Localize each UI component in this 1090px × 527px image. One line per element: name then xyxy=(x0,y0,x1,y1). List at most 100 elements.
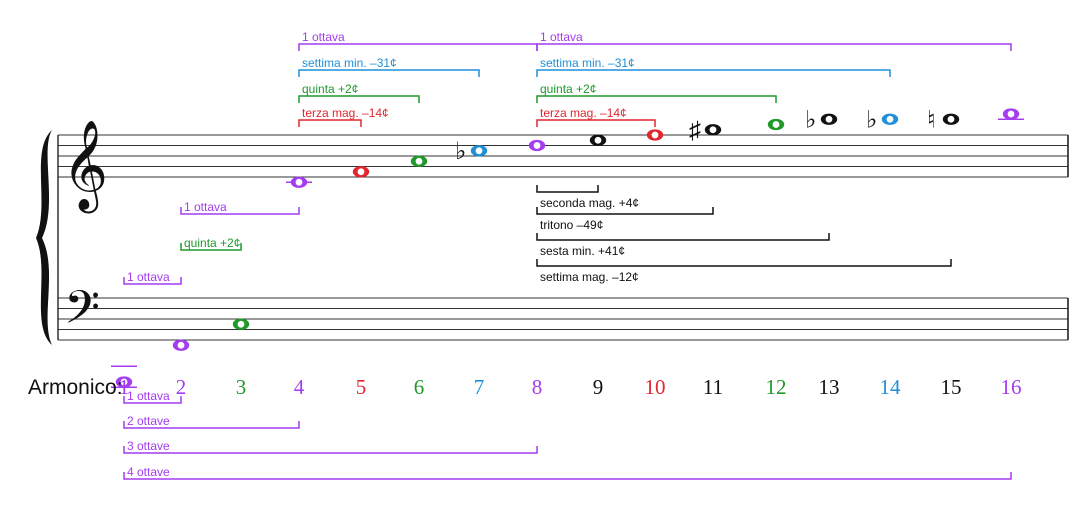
harmonic-number-9: 9 xyxy=(593,375,604,399)
flat-icon: ♭ xyxy=(866,107,877,133)
harmonic-number-3: 3 xyxy=(236,375,247,399)
top-right-bracket-0: 1 ottava xyxy=(536,30,1012,51)
harmonic-number-6: 6 xyxy=(414,375,425,399)
bracket-line xyxy=(298,95,420,103)
bracket-line xyxy=(536,207,714,215)
notehead-hollow xyxy=(415,157,423,165)
top-left-bracket-1: settima min. –31¢ xyxy=(298,56,480,77)
notehead-hollow xyxy=(357,168,365,176)
bracket-line xyxy=(123,277,182,285)
notehead-hollow xyxy=(594,136,602,144)
notes-layer: ♭ ♯ ♭ ♭ ♮ xyxy=(111,107,1024,388)
note-harmonic-6 xyxy=(410,155,428,167)
bottom-bracket-3: 4 ottave xyxy=(123,465,1012,480)
notehead-hollow xyxy=(709,126,717,134)
low-left-bracket-2: 1 ottava xyxy=(123,270,182,285)
bracket-line xyxy=(536,119,656,127)
note-harmonic-4 xyxy=(286,176,312,188)
note-harmonic-14: ♭ xyxy=(866,107,899,133)
bracket-label: seconda mag. +4¢ xyxy=(540,196,639,210)
bracket-label: 2 ottave xyxy=(127,414,170,428)
top-right-bracket-1: settima min. –31¢ xyxy=(536,56,891,77)
harmonic-number-2: 2 xyxy=(176,375,187,399)
bracket-label: quinta +2¢ xyxy=(540,82,596,96)
treble-clef-icon: 𝄞 xyxy=(62,121,108,214)
notehead-hollow xyxy=(533,142,541,149)
bracket-label: quinta +2¢ xyxy=(184,236,240,250)
low-left-bracket-1: quinta +2¢ xyxy=(180,236,242,251)
note-harmonic-13: ♭ xyxy=(805,107,838,133)
harmonic-number-14: 14 xyxy=(880,375,902,399)
bracket-line xyxy=(536,95,777,103)
notehead-hollow xyxy=(772,121,780,128)
bottom-bracket-0: 1 ottava xyxy=(123,389,182,404)
bracket-label: 1 ottava xyxy=(540,30,583,44)
bracket-label: settima mag. –12¢ xyxy=(540,270,639,284)
mid-bracket-0: seconda mag. +4¢ xyxy=(536,185,639,210)
harmonic-number-16: 16 xyxy=(1001,375,1022,399)
bracket-line xyxy=(123,396,182,404)
harmonic-number-10: 10 xyxy=(645,375,666,399)
bracket-line xyxy=(536,43,1012,51)
notehead-hollow xyxy=(177,341,185,349)
bracket-line xyxy=(536,259,952,267)
bracket-label: settima min. –31¢ xyxy=(302,56,397,70)
bracket-label: tritono –49¢ xyxy=(540,218,603,232)
note-harmonic-2 xyxy=(172,339,190,351)
sharp-icon: ♯ xyxy=(689,118,701,144)
interval-brackets: 1 ottava 1 ottava settima min. –31¢ settima… xyxy=(123,30,1012,480)
note-harmonic-12 xyxy=(767,118,785,131)
bracket-line xyxy=(123,472,1012,480)
brace-icon xyxy=(36,130,52,345)
note-harmonic-16 xyxy=(998,108,1024,120)
bracket-line xyxy=(123,446,538,454)
grand-staff xyxy=(36,130,1069,345)
harmonic-number-12: 12 xyxy=(766,375,787,399)
bracket-label: settima min. –31¢ xyxy=(540,56,635,70)
bracket-line xyxy=(536,233,830,241)
flat-icon: ♭ xyxy=(455,139,466,165)
bracket-line xyxy=(123,421,300,429)
bracket-line xyxy=(298,43,538,51)
harmonic-number-13: 13 xyxy=(819,375,840,399)
harmonic-number-15: 15 xyxy=(941,375,962,399)
mid-bracket-2: sesta min. +41¢ xyxy=(536,233,830,258)
note-harmonic-1 xyxy=(111,365,137,388)
harmonic-number-8: 8 xyxy=(532,375,543,399)
top-left-bracket-2: quinta +2¢ xyxy=(298,82,420,103)
notehead-hollow xyxy=(886,115,894,123)
notehead-hollow xyxy=(120,378,128,386)
harmonic-number-1: 1 xyxy=(119,375,130,399)
bracket-label: 3 ottave xyxy=(127,439,170,453)
bottom-bracket-2: 3 ottave xyxy=(123,439,538,454)
bracket-label: 1 ottava xyxy=(127,389,170,403)
bracket-label: terza mag. –14¢ xyxy=(540,106,627,120)
note-harmonic-8 xyxy=(528,139,546,152)
low-left-bracket-0: 1 ottava xyxy=(180,200,300,215)
harmonic-number-4: 4 xyxy=(294,375,305,399)
harmonic-number-5: 5 xyxy=(356,375,367,399)
bass-clef-icon: 𝄢 xyxy=(64,283,100,345)
notehead-hollow xyxy=(475,147,483,155)
notehead-hollow xyxy=(295,178,303,186)
harmonic-number-7: 7 xyxy=(474,375,485,399)
bracket-label: sesta min. +41¢ xyxy=(540,244,625,258)
note-harmonic-10 xyxy=(646,129,664,141)
top-left-bracket-3: terza mag. –14¢ xyxy=(298,106,389,127)
note-harmonic-15: ♮ xyxy=(927,107,960,133)
armonico-label: Armonico: xyxy=(28,376,123,399)
bracket-line xyxy=(298,69,480,77)
bracket-line xyxy=(298,119,362,127)
note-harmonic-11: ♯ xyxy=(689,118,722,144)
mid-bracket-3: settima mag. –12¢ xyxy=(536,259,952,284)
bracket-line xyxy=(180,243,242,251)
notehead-hollow xyxy=(237,320,245,328)
top-right-bracket-2: quinta +2¢ xyxy=(536,82,777,103)
bracket-line xyxy=(536,185,599,193)
bracket-label: 1 ottava xyxy=(127,270,170,284)
bracket-label: 1 ottava xyxy=(184,200,227,214)
notehead-hollow xyxy=(1007,110,1015,118)
